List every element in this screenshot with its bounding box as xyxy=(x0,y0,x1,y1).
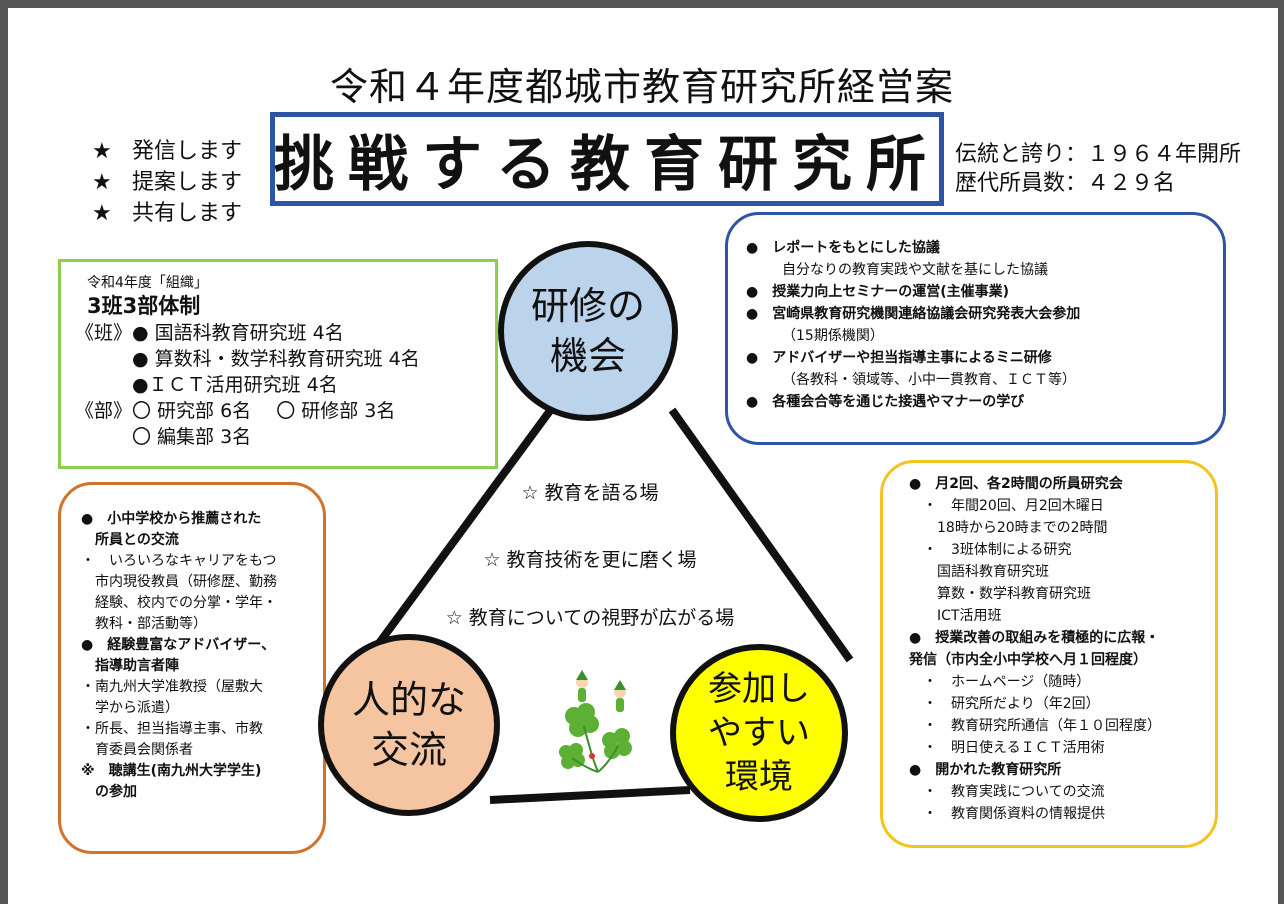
org-line: 〇 編集部 3名 xyxy=(75,426,252,448)
list-item: ・ 教育研究所通信（年１０回程度） xyxy=(909,718,1161,734)
list-item: ・ 年間20回、月2回木曜日 xyxy=(909,498,1104,514)
list-item: 学から派遣） xyxy=(81,700,179,716)
triangle-bottom-edge xyxy=(489,786,691,804)
list-item: ● レポートをもとにした協議 xyxy=(746,240,940,256)
triangle-left-edge xyxy=(370,405,556,653)
list-item: 教科・部活動等） xyxy=(81,616,207,632)
list-item: 市内現役教員（研修歴、勤務 xyxy=(81,574,277,590)
star-icon: ★ xyxy=(92,201,112,226)
star-list: ★発信します ★提案します ★共有します xyxy=(92,136,242,229)
list-item: ● アドバイザーや担当指導主事によるミニ研修 xyxy=(746,350,1052,366)
list-item: ・ 教育関係資料の情報提供 xyxy=(909,806,1105,822)
org-heading: 3班3部体制 xyxy=(87,294,201,318)
list-item: ● 小中学校から推薦された xyxy=(81,511,262,527)
center-text-line: ☆ 教育についての視野が広がる場 xyxy=(445,607,735,629)
training-details-box: ● レポートをもとにした協議 自分なりの教育実践や文献を基にした協議 ● 授業力… xyxy=(725,212,1226,445)
star-item: ★発信します xyxy=(92,136,242,167)
history-founded: 伝統と誇り：１９６４年開所 xyxy=(955,142,1242,167)
main-title-box: 挑戦する教育研究所 xyxy=(270,112,944,206)
list-item: 経験、校内での分掌・学年・ xyxy=(81,595,277,611)
organization-box: 令和4年度「組織」 3班3部体制 《班》● 国語科教育研究班 4名 ● 算数科・… xyxy=(58,259,498,469)
list-item: 18時から20時までの2時間 xyxy=(909,520,1108,536)
list-item: ● 経験豊富なアドバイザー、 xyxy=(81,637,276,653)
list-item: ・ 教育実践についての交流 xyxy=(909,784,1105,800)
list-item: ● 授業力向上セミナーの運営(主催事業) xyxy=(746,284,1010,300)
circle-easy-environment: 参加し やすい 環境 xyxy=(670,644,848,822)
list-item: 所員との交流 xyxy=(81,532,179,548)
page-subtitle: 令和４年度都城市教育研究所経営案 xyxy=(330,65,955,109)
list-item: ● 宮崎県教育研究機関連絡協議会研究発表大会参加 xyxy=(746,306,1081,322)
list-item: ・ 3班体制による研究 xyxy=(909,542,1072,558)
org-line: ● 算数科・数学科教育研究班 4名 xyxy=(75,348,420,370)
circle-training-opportunity: 研修の 機会 xyxy=(498,241,678,421)
org-line: 《部》〇 研究部 6名 〇 研修部 3名 xyxy=(75,400,396,422)
clover-fairies-icon xyxy=(559,670,632,773)
history-info: 伝統と誇り：１９６４年開所 歴代所員数：４２９名 xyxy=(955,140,1241,198)
list-item: ・ 明日使えるＩＣＴ活用術 xyxy=(909,740,1105,756)
list-item: ・所長、担当指導主事、市教 xyxy=(81,721,263,737)
list-item: （15期係機関） xyxy=(782,328,884,344)
list-item: ● 授業改善の取組みを積極的に広報・ xyxy=(909,630,1160,646)
org-line: ●ＩＣＴ活用研究班 4名 xyxy=(75,374,338,396)
list-item: ● 開かれた教育研究所 xyxy=(909,762,1062,778)
circle-human-exchange: 人的な 交流 xyxy=(318,634,500,816)
org-small-title: 令和4年度「組織」 xyxy=(87,275,208,291)
list-item: （各教科・領域等、小中一貫教育、ＩＣＴ等） xyxy=(782,372,1076,388)
list-item: の参加 xyxy=(81,784,137,800)
star-icon: ★ xyxy=(92,170,112,195)
list-item: 発信（市内全小中学校へ月１回程度） xyxy=(909,652,1147,668)
center-text-line: ☆ 教育を語る場 xyxy=(521,482,659,504)
star-item: ★共有します xyxy=(92,198,242,229)
list-item: ・ ホームページ（随時） xyxy=(909,674,1091,690)
list-item: 国語科教育研究班 xyxy=(909,564,1049,580)
triangle-right-edge xyxy=(668,407,854,663)
list-item: ・ 研究所だより（年2回） xyxy=(909,696,1100,712)
list-item: 指導助言者陣 xyxy=(81,658,179,674)
list-item: 自分なりの教育実践や文献を基にした協議 xyxy=(782,262,1048,278)
list-item: ・ いろいろなキャリアをもつ xyxy=(81,553,277,569)
exchange-details-box: ● 小中学校から推薦された 所員との交流 ・ いろいろなキャリアをもつ 市内現役… xyxy=(58,482,326,854)
list-item: ● 各種会合等を通じた接遇やマナーの学び xyxy=(746,394,1025,410)
environment-details-box: ● 月2回、各2時間の所員研究会 ・ 年間20回、月2回木曜日 18時から20時… xyxy=(880,460,1218,848)
page-title: 挑戦する教育研究所 xyxy=(274,129,940,200)
list-item: 育委員会関係者 xyxy=(81,742,193,758)
star-item: ★提案します xyxy=(92,167,242,198)
center-text-line: ☆ 教育技術を更に磨く場 xyxy=(483,549,697,571)
list-item: 算数・数学科教育研究班 xyxy=(909,586,1091,602)
history-members: 歴代所員数：４２９名 xyxy=(955,171,1176,196)
list-item: ※ 聴講生(南九州大学学生) xyxy=(81,763,262,779)
list-item: ● 月2回、各2時間の所員研究会 xyxy=(909,476,1123,492)
org-line: 《班》● 国語科教育研究班 4名 xyxy=(75,322,344,344)
list-item: ・南九州大学准教授（屋敷大 xyxy=(81,679,263,695)
star-icon: ★ xyxy=(92,139,112,164)
list-item: ICT活用班 xyxy=(909,608,1002,624)
